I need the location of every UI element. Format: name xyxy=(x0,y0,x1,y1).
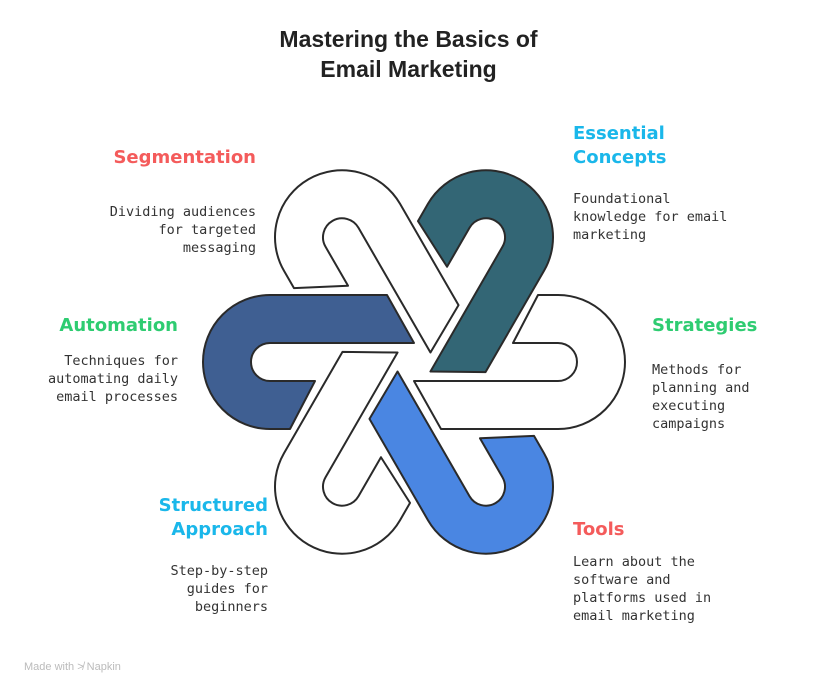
heading-line: Essential xyxy=(573,123,665,144)
strategies-hook xyxy=(413,294,626,430)
title-line-1: Mastering the Basics of xyxy=(279,26,538,52)
structured-approach-description: Step-by-step guides for beginners xyxy=(170,563,268,615)
heading-line: Approach xyxy=(171,519,268,540)
structured-approach-hook xyxy=(274,350,412,555)
strategies-description: Methods for planning and executing campa… xyxy=(652,362,750,432)
segmentation-hook xyxy=(274,169,460,354)
automation-heading: Automation xyxy=(59,315,178,336)
automation-hook xyxy=(202,294,415,430)
title-line-2: Email Marketing xyxy=(320,56,497,82)
tools-hook xyxy=(368,370,554,555)
essential-concepts-hook xyxy=(416,169,554,374)
heading-line: Concepts xyxy=(573,147,667,168)
tools-heading: Tools xyxy=(573,519,625,540)
essential-concepts-heading: Essential Concepts xyxy=(573,122,666,170)
heading-line: Structured xyxy=(158,495,268,516)
napkin-watermark: Made with ≯ Napkin xyxy=(24,661,121,673)
automation-description: Techniques for automating daily email pr… xyxy=(47,353,178,405)
segmentation-description: Dividing audiences for targeted messagin… xyxy=(109,204,256,256)
strategies-heading: Strategies xyxy=(652,315,758,336)
diagram-title: Mastering the Basics of Email Marketing xyxy=(0,24,817,84)
structured-approach-heading: Structured Approach xyxy=(60,494,268,542)
essential-concepts-description: Foundational knowledge for email marketi… xyxy=(573,191,728,243)
segmentation-heading: Segmentation xyxy=(113,147,256,168)
tools-description: Learn about the software and platforms u… xyxy=(573,554,712,624)
